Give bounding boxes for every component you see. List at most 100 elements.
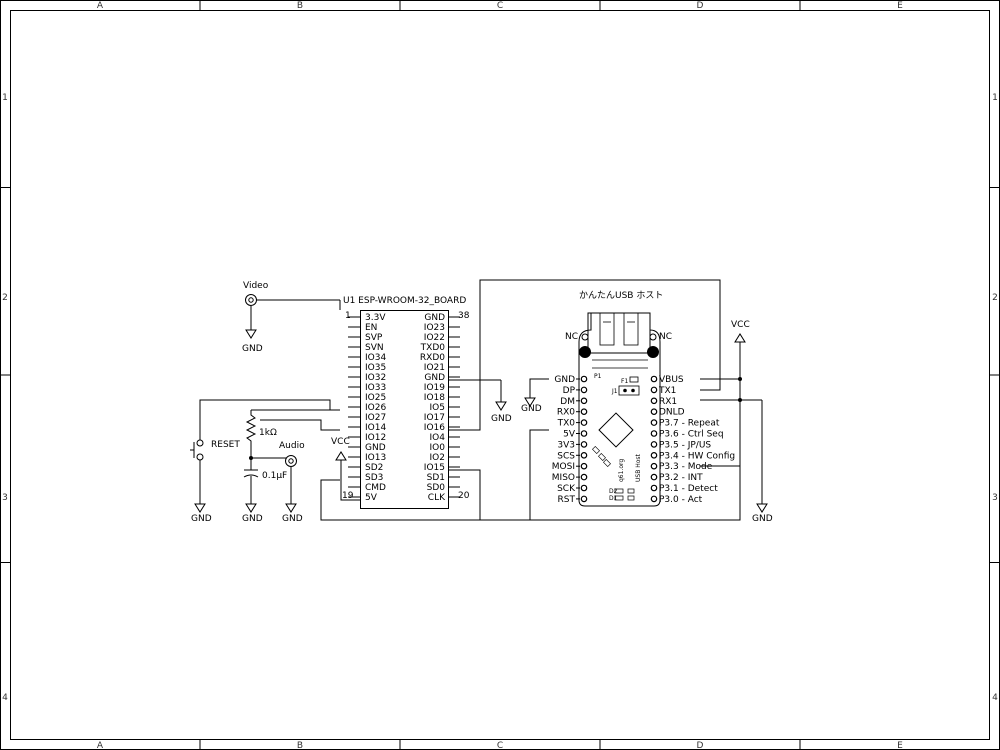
- silk-f1: F1: [621, 378, 628, 385]
- frame-row-label: 4: [992, 693, 998, 703]
- u1-pin-left: SVP: [365, 333, 383, 343]
- usb-pin-right: RX1: [659, 397, 677, 407]
- usb-pin-left: 3V3: [557, 440, 575, 450]
- net-mode-return: [320, 465, 741, 521]
- video-label: Video: [243, 281, 269, 291]
- usb-nc-left: NC: [565, 332, 578, 342]
- usb-pin-left: GND: [554, 375, 575, 385]
- usb-title: かんたんUSB ホスト: [579, 290, 663, 301]
- reset-circuit: RESET GND 1kΩ 0.1µF GND Audio GND: [190, 399, 340, 524]
- vcc-left: VCC: [331, 437, 360, 501]
- frame-column-label: A: [97, 1, 104, 11]
- u1-pin-right: GND: [424, 313, 445, 323]
- vcc-label: VCC: [331, 437, 350, 447]
- u1-pin-right: IO5: [430, 403, 445, 413]
- u1-pin-left: IO26: [365, 403, 386, 413]
- u1-pin-number-20: 20: [458, 491, 470, 501]
- silk-j1: J1: [611, 388, 618, 395]
- u1-pin-left: IO12: [365, 433, 386, 443]
- usb-pin-left: 5V: [563, 430, 576, 440]
- u1-pin-right: IO15: [424, 463, 445, 473]
- reset-label: RESET: [211, 440, 240, 450]
- u1-pin-right: IO18: [424, 393, 445, 403]
- u1-pin-left: SVN: [365, 343, 384, 353]
- gnd-label: GND: [242, 514, 263, 524]
- u1-pin-right: IO2: [430, 453, 445, 463]
- u1-pin-right: IO16: [424, 423, 445, 433]
- silk-org: q61.org: [618, 459, 625, 482]
- net-io16-tx1: [448, 279, 721, 431]
- u1-pin-left: GND: [365, 443, 386, 453]
- u1-pin-right: SD1: [427, 473, 445, 483]
- usb-pin-left: SCK: [557, 484, 576, 494]
- u1-pin-right: IO23: [424, 323, 445, 333]
- usb-pin-left: MOSI: [552, 462, 575, 472]
- usb-pin-right: P3.0 - Act: [659, 495, 703, 505]
- u1-pin-right: IO19: [424, 383, 445, 393]
- gnd-label: GND: [491, 414, 512, 424]
- gnd-label: GND: [242, 344, 263, 354]
- u1-pin-left: EN: [365, 323, 377, 333]
- u1-pin-right: IO4: [430, 433, 446, 443]
- u1-pin-right: RXD0: [420, 353, 445, 363]
- u1-pin-right: IO17: [424, 413, 445, 423]
- u1-pin-number-1: 1: [345, 311, 351, 321]
- u1-pin-left: IO32: [365, 373, 386, 383]
- frame-row-label: 1: [2, 93, 8, 103]
- u1-pin-number-38: 38: [458, 311, 470, 321]
- vcc-label: VCC: [731, 320, 750, 330]
- usb-pin-right: P3.7 - Repeat: [659, 419, 720, 429]
- usb-gnd-net: GND: [521, 378, 549, 414]
- usb-pin-right: P3.4 - HW Config: [659, 451, 735, 461]
- u1-pin-right: IO22: [424, 333, 445, 343]
- frame-column-label: E: [897, 1, 903, 11]
- frame-column-label: D: [697, 1, 704, 11]
- usb-host-board: かんたんUSB ホスト NC NC P1 F1 J1 q61.org USB H…: [552, 290, 735, 507]
- u1-pin-left: IO33: [365, 383, 386, 393]
- usb-pin-left: TX0: [557, 419, 576, 429]
- silk-d1: D1: [609, 495, 618, 502]
- gnd-label: GND: [752, 514, 773, 524]
- usb-pin-right: TX1: [658, 386, 676, 396]
- usb-pin-right: P3.2 - INT: [659, 473, 703, 483]
- u1-pin-left: IO35: [365, 363, 386, 373]
- frame-row-label: 1: [992, 93, 998, 103]
- u1-pin-right: CLK: [428, 493, 446, 503]
- usb-pin-right: VBUS: [659, 375, 684, 385]
- u1-pin-right: GND: [424, 373, 445, 383]
- u1-pin-left: 3.3V: [365, 313, 386, 323]
- u1-pin-left: SD3: [365, 473, 383, 483]
- frame-column-label: C: [497, 741, 503, 750]
- gnd-label: GND: [191, 514, 212, 524]
- u1-pin-number-19: 19: [342, 491, 354, 501]
- silk-d2: D2: [609, 488, 618, 495]
- u1-pin-right: TXD0: [420, 343, 446, 353]
- u1-pin-left: SD2: [365, 463, 383, 473]
- usb-nc-right: NC: [659, 332, 672, 342]
- usb-pin-left: DP: [563, 386, 576, 396]
- frame-column-label: B: [297, 1, 303, 11]
- net-io15-mode: [448, 429, 549, 521]
- usb-pin-left: DM: [560, 397, 575, 407]
- u1-pin-left: IO25: [365, 393, 386, 403]
- frame-row-label: 3: [2, 493, 8, 503]
- u1-pin-left: 5V: [365, 493, 378, 503]
- silk-p1: P1: [594, 373, 602, 380]
- frame-column-label: A: [97, 741, 104, 750]
- esp-gnd-net: GND: [448, 379, 512, 424]
- usb-pin-right: P3.1 - Detect: [659, 484, 718, 494]
- usb-pin-right: P3.5 - JP/US: [659, 440, 711, 450]
- u1-pin-right: SD0: [427, 483, 446, 493]
- vcc-right: VCC GND: [700, 320, 773, 524]
- frame-row-label: 2: [2, 293, 8, 303]
- frame-column-label: D: [697, 741, 704, 750]
- usb-pin-left: RX0: [557, 408, 575, 418]
- gnd-label: GND: [282, 514, 303, 524]
- frame-row-label: 4: [2, 693, 8, 703]
- usb-pin-left: MISO: [552, 473, 575, 483]
- usb-pin-right: P3.3 - Mode: [659, 462, 713, 472]
- u1-pin-left: CMD: [365, 483, 386, 493]
- gnd-label: GND: [521, 404, 542, 414]
- frame-column-label: C: [497, 1, 503, 11]
